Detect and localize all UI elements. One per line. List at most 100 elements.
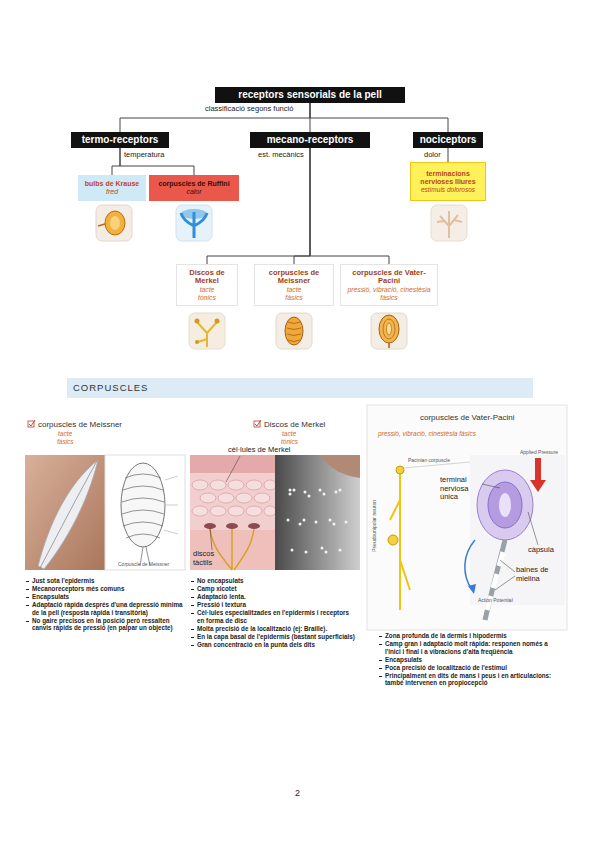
merkel-icon xyxy=(215,319,220,324)
braille-photo xyxy=(329,519,332,522)
receptor-box: corpuscles de Ruffinicalor xyxy=(149,175,239,201)
braille-photo xyxy=(320,455,360,478)
column-heading: corpuscles de Meissner xyxy=(38,420,122,429)
section-band: CORPUSCLES xyxy=(67,378,533,398)
tree-connector xyxy=(294,148,310,264)
node-text: tacte xyxy=(200,286,215,294)
pacini-panel xyxy=(499,493,511,517)
edge-label: dolor xyxy=(424,151,441,159)
tree-connector xyxy=(207,148,310,264)
feather-photo xyxy=(40,461,97,568)
merkel-icon xyxy=(195,340,199,344)
merkel-skin-drawing xyxy=(264,480,276,490)
bullet-item: Principalment en dits de mans i peus i e… xyxy=(378,672,563,687)
node-text: corpuscles de Vater-Pacini xyxy=(343,269,435,286)
checkbox-icon xyxy=(29,420,35,426)
bullet-item: Gran concentració en la punta dels dits xyxy=(190,641,358,649)
braille-photo xyxy=(345,521,348,524)
bullet-item: Cèl·lules especialitzades en l'epidermis… xyxy=(190,609,358,624)
pacini-icon xyxy=(383,319,395,339)
braille-photo xyxy=(335,491,338,494)
column-heading: corpuscles de Vater-Pacini xyxy=(420,413,515,422)
braille-photo xyxy=(323,493,326,496)
pacini-panel xyxy=(388,535,398,545)
receptor-box: Discos de Merkeltactetònics xyxy=(176,264,238,306)
node-text: receptors sensorials de la pell xyxy=(238,89,381,101)
figure-caption: Corpuscle de Meissner xyxy=(118,562,169,568)
node-text: tònics xyxy=(198,294,216,302)
bullet-item: No gaire precisos en la posició però res… xyxy=(25,617,187,632)
merkel-skin-drawing xyxy=(192,480,276,516)
checkbox-icon xyxy=(254,421,260,427)
bullet-item: Mecanoreceptors més comuns xyxy=(25,585,187,593)
free-ending-icon xyxy=(437,211,462,238)
pacini-panel xyxy=(396,466,404,474)
feather-photo xyxy=(25,455,105,570)
merkel-skin-drawing xyxy=(254,493,270,503)
merkel-skin-drawing xyxy=(204,523,260,529)
merkel-skin-drawing xyxy=(246,506,262,516)
bullet-item: Encapsulats xyxy=(25,593,187,601)
meissner-drawing xyxy=(105,455,185,570)
braille-photo xyxy=(291,549,294,552)
merkel-skin-drawing xyxy=(210,528,212,550)
braille-photo xyxy=(303,519,306,522)
column-heading: Discos de Merkel xyxy=(264,420,325,429)
merkel-skin-drawing xyxy=(210,529,254,570)
meissner-icon xyxy=(276,313,312,349)
feather-photo xyxy=(38,460,98,569)
pacini-panel xyxy=(535,458,541,482)
braille-photo xyxy=(339,489,342,492)
ruffini-icon xyxy=(176,205,212,241)
bullet-item: Pressió i textura xyxy=(190,601,358,609)
part-label: baines de mielina xyxy=(516,566,556,583)
bullet-item: Camp xicotet xyxy=(190,585,358,593)
node-text: termo-receptors xyxy=(82,134,159,146)
bullet-item: En la capa basal de l'epidermis (bastant… xyxy=(190,633,358,641)
merkel-skin-drawing xyxy=(210,480,226,490)
meissner-icon xyxy=(276,313,312,349)
merkel-skin-drawing xyxy=(192,480,208,490)
pacini-icon xyxy=(387,323,392,335)
checkbox-icon xyxy=(255,420,261,426)
ruffini-icon xyxy=(181,212,207,238)
braille-photo xyxy=(315,521,318,524)
merkel-skin-drawing xyxy=(236,493,252,503)
node-text: fàsics xyxy=(285,294,302,302)
pacini-panel xyxy=(530,480,546,492)
braille-photo xyxy=(321,547,324,550)
braille-photo xyxy=(304,491,307,494)
part-label: càpsula xyxy=(528,546,554,555)
pacini-panel xyxy=(468,584,476,594)
merkel-skin-drawing xyxy=(210,506,226,516)
braille-photo xyxy=(289,493,292,496)
merkel-skin-drawing xyxy=(226,456,240,482)
merkel-skin-drawing xyxy=(246,480,262,490)
node-text: terminacions nervioses lliures xyxy=(413,170,483,186)
category-box: termo-receptors xyxy=(71,132,169,148)
tree-connector xyxy=(310,148,389,264)
receptor-box: corpuscles de Vater-Pacinipressió, vibra… xyxy=(340,264,438,306)
braille-photo xyxy=(325,551,328,554)
free-ending-icon xyxy=(431,205,467,241)
node-text: bulbs de Krause xyxy=(85,180,139,188)
pacini-icon xyxy=(379,315,399,343)
krause-icon xyxy=(96,205,132,241)
merkel-skin-drawing xyxy=(190,455,275,570)
tree-connector xyxy=(448,148,449,162)
sense-note: tacte xyxy=(282,430,296,437)
receptor-box: corpuscles de Meissnertactefàsics xyxy=(254,264,334,306)
tree-connector xyxy=(112,148,120,175)
bullet-list: Just sota l'epidermisMecanoreceptors més… xyxy=(25,577,187,632)
free-ending-icon xyxy=(431,205,467,241)
node-text: pressió, vibració, cinestèsia xyxy=(347,286,430,294)
page-number: 2 xyxy=(295,788,300,798)
figure-label: Pseudounipolar neuron xyxy=(372,500,378,552)
braille-photo xyxy=(339,549,342,552)
bullet-item: Adaptació ràpida després d'una depressió… xyxy=(25,601,187,616)
pacini-panel xyxy=(367,405,567,630)
edge-label: est. mecànics xyxy=(258,151,304,159)
merkel-skin-drawing xyxy=(264,506,276,516)
braille-photo xyxy=(293,489,296,492)
pacini-panel xyxy=(470,455,565,605)
